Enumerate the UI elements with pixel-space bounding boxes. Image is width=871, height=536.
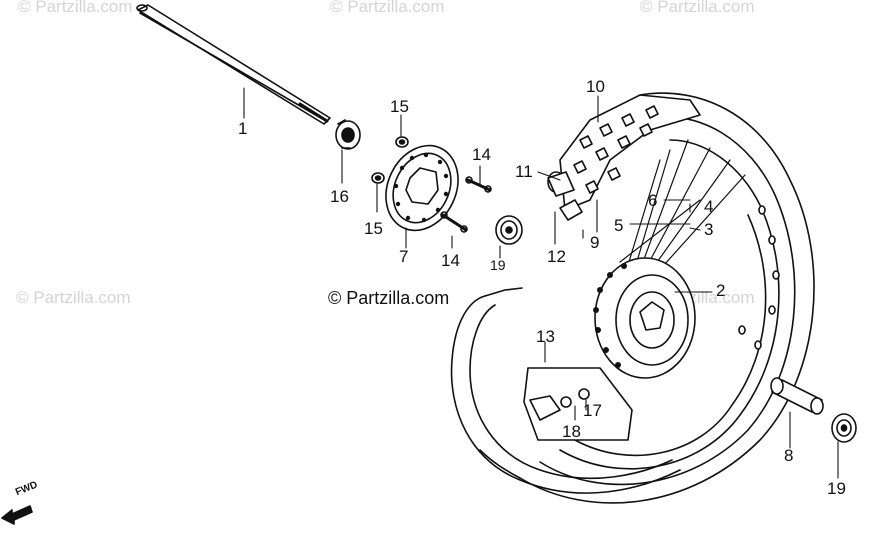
callout-6: 6 [648,191,658,210]
callout-19-upper: 19 [490,257,506,273]
callout-10: 10 [586,77,605,96]
leader-lines [243,87,839,479]
sprocket-disk-part [385,144,459,232]
axle-part [136,4,331,125]
tire-part [479,92,815,504]
callout-18: 18 [562,422,581,441]
callout-1: 1 [238,119,248,138]
callout-2: 2 [716,281,726,300]
bolt-part-lower [371,172,385,184]
callout-14-upper: 14 [472,145,491,164]
rim-band-group-box [523,367,633,441]
callout-15-lower: 15 [364,219,383,238]
callout-7: 7 [399,247,409,266]
rim-part [559,139,780,470]
callout-3: 3 [704,220,714,239]
callout-8: 8 [784,446,794,465]
callout-11: 11 [515,162,533,181]
forward-arrow-icon [1,505,33,525]
callout-19-lower: 19 [827,479,846,498]
watermark-center: © Partzilla.com [328,288,450,308]
callout-4: 4 [704,197,714,216]
watermark-top-left: © Partzilla.com [18,0,133,16]
callout-17: 17 [583,401,602,420]
tire-tread [559,94,701,211]
pin-part-upper [465,176,492,193]
callout-14-lower: 14 [441,251,460,270]
bearing-part-upper [495,215,523,245]
callout-5: 5 [614,216,624,235]
callout-16: 16 [330,187,349,206]
callout-9: 9 [590,233,600,252]
watermark-mid-left: © Partzilla.com [16,288,131,307]
callout-12: 12 [547,247,566,266]
pin-part-lower [440,211,468,233]
collar-part [770,377,824,415]
watermark-top-right: © Partzilla.com [640,0,755,16]
spokes [619,139,746,276]
callout-13: 13 [536,327,555,346]
bearing-part-lower [831,413,857,443]
valve-stem-part [559,199,583,221]
hub-part [593,257,696,379]
bearing-seal-part [335,119,361,150]
inner-tube-part [450,287,681,494]
callout-15-upper: 15 [390,97,409,116]
watermark-top-center: © Partzilla.com [330,0,445,16]
bolt-part-upper [395,136,409,148]
